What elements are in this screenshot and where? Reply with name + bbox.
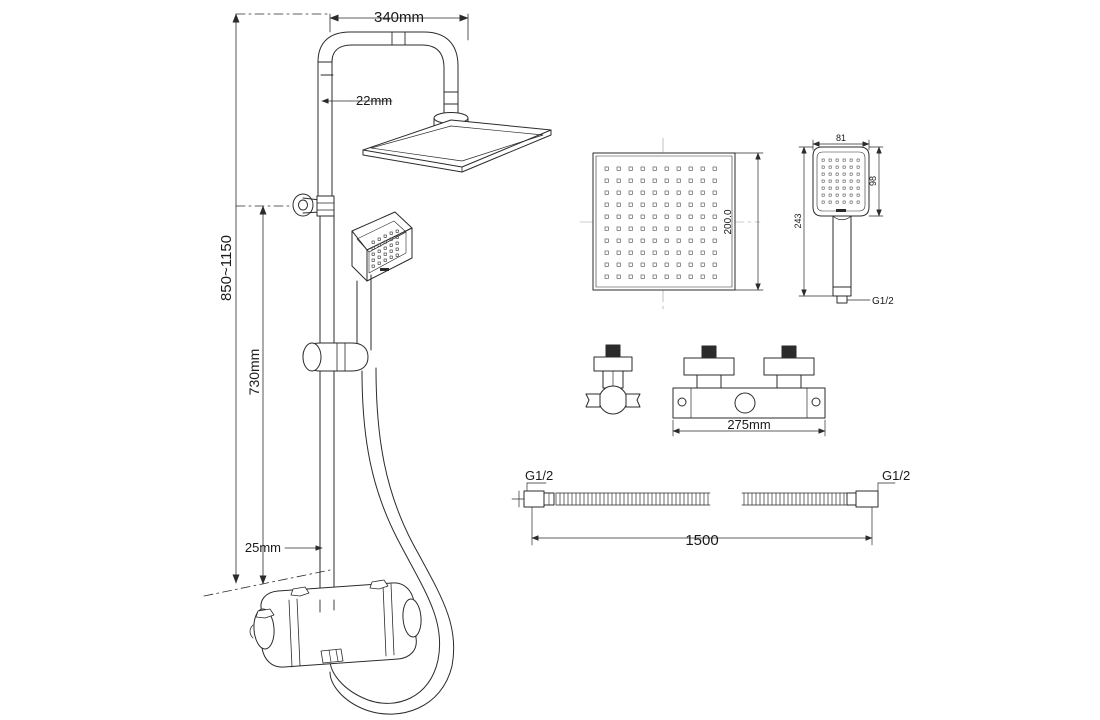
dim-head-size: 200.0 — [723, 209, 734, 234]
dim-handset-overall-length: 243 — [793, 213, 803, 228]
valve-front-view — [672, 345, 826, 437]
dim-hose-length: 1500 — [685, 532, 718, 549]
handset-front-detail — [798, 139, 884, 304]
dim-handset-head-height: 98 — [868, 176, 878, 186]
dim-handset-width: 81 — [836, 133, 846, 143]
dim-rail-length: 730mm — [246, 349, 262, 396]
dim-hose-thread-right: G1/2 — [882, 468, 910, 483]
hose-detail — [511, 482, 896, 546]
dim-wall-offset: 25mm — [245, 540, 281, 555]
handset-on-rail — [351, 211, 413, 353]
overhead-head-plan-detail — [579, 137, 764, 313]
valve-side-view — [585, 344, 641, 415]
main-assembly-geometry — [249, 31, 552, 715]
dim-hose-thread-left: G1/2 — [525, 468, 553, 483]
dim-handset-thread: G1/2 — [872, 296, 894, 307]
dim-arm-reach: 340mm — [374, 9, 424, 26]
dim-overall-height-range: 850~1150 — [218, 235, 235, 301]
dim-riser-diameter: 22mm — [356, 93, 392, 108]
handset-holder — [302, 342, 369, 372]
main-assembly-dimension-lines — [203, 13, 469, 597]
flexible-hose — [329, 367, 455, 715]
dim-valve-body-width: 275mm — [727, 417, 770, 432]
thermostatic-bar-valve — [249, 579, 422, 668]
